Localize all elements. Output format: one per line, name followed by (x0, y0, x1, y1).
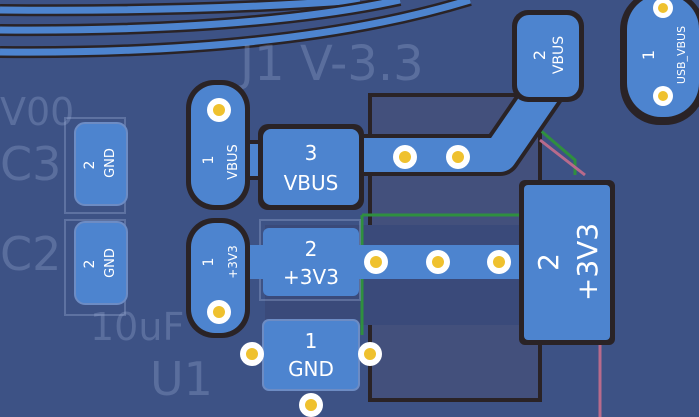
silk-ref-j1: J1 V-3.3 (237, 36, 424, 92)
silk-c3: C3 (0, 137, 61, 191)
pad-j1-usb-vbus-net: USB_VBUS (675, 26, 688, 84)
pad-u1-3v3-net: +3V3 (283, 265, 339, 289)
pad-j1-usb-vbus[interactable]: 1 USB_VBUS (620, 0, 699, 125)
pad-u1-vbus-number: 3 (305, 141, 318, 165)
vias-3v3[interactable] (364, 250, 511, 274)
pad-u1-tab[interactable]: 2 +3V3 (519, 180, 615, 345)
pad-c2-gnd-net: GND (103, 248, 118, 278)
pad-u1-vbus[interactable]: 3 VBUS (258, 124, 364, 210)
pad-c2-3v3-net: +3V3 (226, 245, 240, 279)
pad-u1-3v3-number: 2 (305, 237, 318, 261)
pad-u1-gnd-number: 1 (305, 329, 318, 353)
silk-v-top: V00 (0, 90, 74, 134)
silk-u1: U1 (150, 352, 213, 406)
silk-c2: C2 (0, 227, 61, 281)
pad-c2-gnd-number: 2 (82, 260, 98, 269)
vias-gnd[interactable] (240, 342, 382, 417)
pad-c1-vbus-number: 1 (201, 156, 217, 165)
silk-value: 10uF (90, 305, 184, 349)
pad-u1-tab-number: 2 (532, 253, 565, 271)
pad-c2-gnd[interactable]: 2 GND (74, 221, 128, 305)
pad-j1-usb-vbus-number: 1 (639, 50, 658, 60)
pad-u1-3v3[interactable]: 2 +3V3 (263, 228, 359, 296)
pad-u1-gnd[interactable]: 1 GND (262, 319, 360, 391)
pad-c2-3v3[interactable]: 1 +3V3 (186, 218, 250, 338)
pad-c1-gnd-net: GND (103, 148, 118, 178)
pad-c1-gnd[interactable]: 2 GND (74, 122, 128, 206)
pad-c2-3v3-number: 1 (201, 258, 217, 267)
pad-c1-vbus[interactable]: 1 VBUS (186, 80, 250, 210)
pad-u1-gnd-net: GND (288, 357, 334, 381)
vias-vbus[interactable] (393, 145, 470, 169)
silkscreen-mirrored: J1 V-3.3 C3 C2 U1 10uF V00 (0, 36, 424, 406)
top-curved-tracks[interactable] (0, 0, 472, 59)
pad-u1-tab-net: +3V3 (571, 223, 604, 301)
pad-j1-vbus[interactable]: 2 VBUS (512, 10, 584, 102)
pad-c1-vbus-net: VBUS (226, 144, 241, 180)
pad-j1-vbus-net: VBUS (551, 36, 567, 74)
pad-c1-gnd-number: 2 (82, 161, 98, 170)
pad-u1-vbus-net: VBUS (284, 171, 339, 195)
pad-j1-vbus-number: 2 (530, 50, 549, 60)
